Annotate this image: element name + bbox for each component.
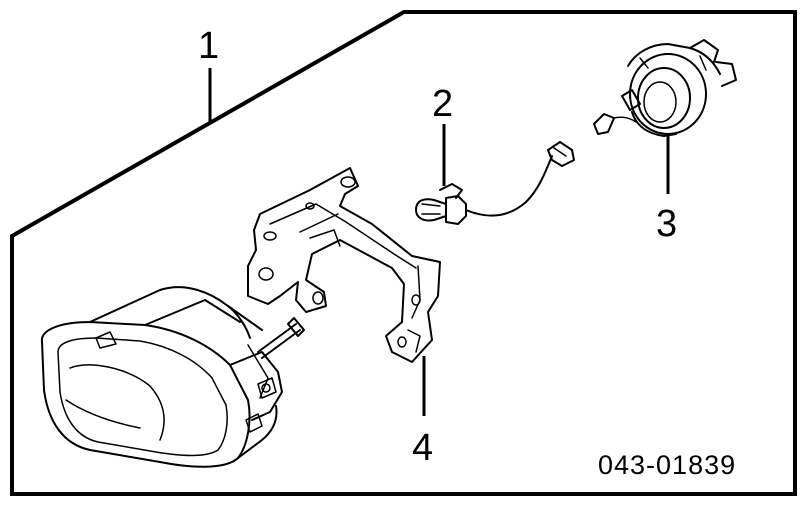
callout-1: 1 (198, 25, 219, 67)
callout-3: 3 (656, 203, 677, 245)
diagram-code: 043-01839 (598, 450, 736, 480)
bracket-icon (247, 167, 441, 363)
callout-4: 4 (412, 427, 433, 469)
bulb-icon (415, 141, 575, 225)
callout-2: 2 (432, 83, 453, 125)
fog-lamp-icon (40, 286, 305, 468)
diagram-frame (10, 10, 797, 496)
socket-icon (593, 39, 737, 137)
